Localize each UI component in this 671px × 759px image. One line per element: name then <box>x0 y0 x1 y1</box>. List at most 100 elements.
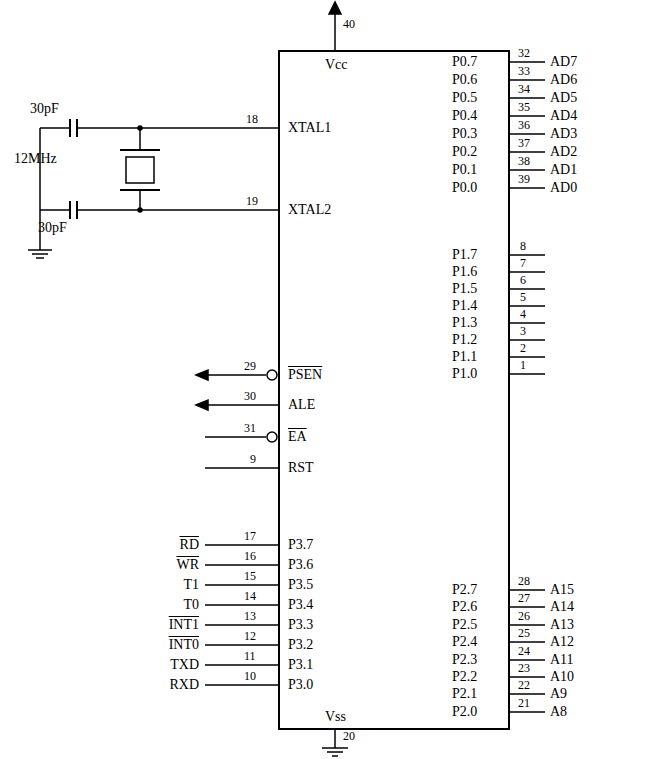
signal-name: AD2 <box>550 143 577 161</box>
pin-wire <box>205 544 278 546</box>
pin-number: 11 <box>244 650 256 663</box>
pin-name: P0.7 <box>452 53 477 71</box>
signal-name: T0 <box>183 596 199 614</box>
crystal-symbol <box>120 149 160 151</box>
signal-name: AD1 <box>550 161 577 179</box>
pin-number: 15 <box>244 570 256 583</box>
pin-wire <box>510 676 545 678</box>
pin-name: P3.5 <box>288 576 313 594</box>
pin-number: 32 <box>518 47 530 60</box>
pin-name: P1.7 <box>452 246 477 264</box>
signal-name: RXD <box>169 676 199 694</box>
signal-name: INT1 <box>169 616 199 634</box>
pin-wire <box>205 374 266 376</box>
pin-wire <box>510 271 545 273</box>
pin-name: P2.3 <box>452 651 477 669</box>
pin-wire <box>510 641 545 643</box>
pin-number: 24 <box>518 645 530 658</box>
pin-name: P2.4 <box>452 633 477 651</box>
pin-number: 30 <box>244 390 256 403</box>
pin-wire <box>510 693 545 695</box>
pin-number: 28 <box>518 575 530 588</box>
junction-dot <box>138 126 142 130</box>
crystal-lead <box>139 128 141 150</box>
signal-name: RD <box>180 536 199 554</box>
signal-name: AD0 <box>550 179 577 197</box>
crystal-lead <box>139 190 141 210</box>
pin-wire <box>205 684 278 686</box>
pin-number: 33 <box>518 65 530 78</box>
pin-wire <box>510 169 545 171</box>
arrowhead <box>196 400 208 410</box>
ground-symbol <box>36 257 44 259</box>
pin-number: 16 <box>244 550 256 563</box>
pin-wire <box>510 373 545 375</box>
pin-name: P1.4 <box>452 297 477 315</box>
pin-wire <box>510 624 545 626</box>
arrowhead <box>196 370 208 380</box>
crystal-symbol <box>126 157 154 183</box>
pin-number: 29 <box>244 360 256 373</box>
pin-number: 7 <box>520 257 526 270</box>
signal-name: AD3 <box>550 125 577 143</box>
vcc-arrow <box>329 2 341 14</box>
pin-wire <box>205 467 278 469</box>
pin-name: P1.2 <box>452 331 477 349</box>
pin-name: P3.1 <box>288 656 313 674</box>
pin-number: 10 <box>244 670 256 683</box>
pin-number: 39 <box>518 173 530 186</box>
pin-number: 25 <box>518 627 530 640</box>
pin-number: 6 <box>520 274 526 287</box>
pin-name: P0.5 <box>452 89 477 107</box>
signal-name: AD7 <box>550 53 577 71</box>
pin-name: P3.3 <box>288 616 313 634</box>
pin-number: 14 <box>244 590 256 603</box>
pin-name: XTAL1 <box>288 119 331 137</box>
ground-symbol <box>28 249 52 251</box>
pin-wire <box>510 187 545 189</box>
pin-name: XTAL2 <box>288 201 331 219</box>
pin-wire <box>510 133 545 135</box>
pin-wire <box>510 322 545 324</box>
pin-number: 8 <box>520 240 526 253</box>
pin-name: P0.1 <box>452 161 477 179</box>
pin-name: P0.4 <box>452 107 477 125</box>
ground-symbol <box>32 253 48 255</box>
signal-name: A10 <box>550 668 574 686</box>
pin-number: 20 <box>343 730 355 743</box>
pin-name: P2.1 <box>452 685 477 703</box>
component-label: 12MHz <box>14 150 57 168</box>
pin-wire <box>510 606 545 608</box>
pin-wire <box>205 624 278 626</box>
pin-name: P3.4 <box>288 596 313 614</box>
ground-symbol <box>322 747 348 749</box>
pin-wire <box>205 584 278 586</box>
pin-number: 13 <box>244 610 256 623</box>
pin-name: P0.2 <box>452 143 477 161</box>
component-label: 30pF <box>38 219 67 237</box>
capacitor-symbol <box>69 201 71 219</box>
pin-name: P0.0 <box>452 179 477 197</box>
pin-name: P3.6 <box>288 556 313 574</box>
pin-wire <box>510 659 545 661</box>
pin-number: 34 <box>518 83 530 96</box>
ground-symbol <box>327 751 343 753</box>
pin-name: RST <box>288 459 314 477</box>
signal-name: AD4 <box>550 107 577 125</box>
pin-wire <box>510 339 545 341</box>
pin-number: 21 <box>518 697 530 710</box>
pin-name: P3.0 <box>288 676 313 694</box>
pin-number: 2 <box>520 342 526 355</box>
pin-number: 9 <box>250 453 256 466</box>
pin-name: Vss <box>325 708 346 726</box>
pin-number: 36 <box>518 119 530 132</box>
pin-number: 38 <box>518 155 530 168</box>
signal-name: INT0 <box>169 636 199 654</box>
pin-name: P3.7 <box>288 536 313 554</box>
pin-number: 12 <box>244 630 256 643</box>
pin-number: 26 <box>518 610 530 623</box>
pin-name: P0.6 <box>452 71 477 89</box>
capacitor-symbol <box>69 119 71 137</box>
microcontroller-chip: VccXTAL1XTAL2PSENALEEARSTP3.7P3.6P3.5P3.… <box>278 50 510 730</box>
pin-name: P2.0 <box>452 703 477 721</box>
